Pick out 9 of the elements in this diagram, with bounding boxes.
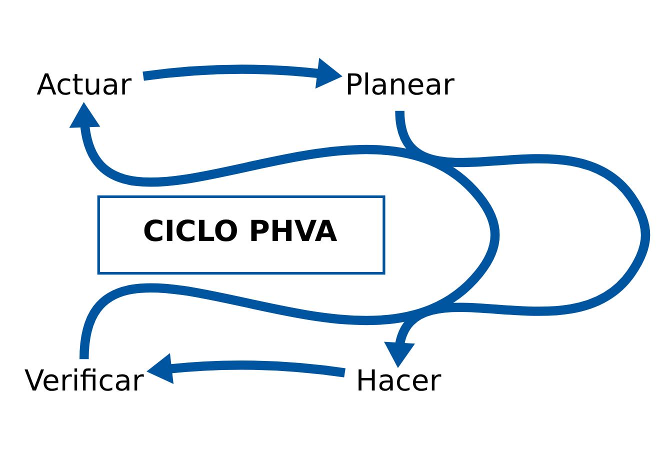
node-text: Actuar (36, 66, 132, 101)
node-text: Hacer (356, 362, 442, 397)
node-box: CICLO PHVA (97, 194, 386, 274)
node-text: Planear (345, 66, 455, 101)
arrow (69, 101, 500, 360)
arrow (384, 110, 650, 368)
arrow (142, 58, 342, 88)
node-text: Verificar (24, 362, 144, 397)
arrow (146, 352, 346, 384)
